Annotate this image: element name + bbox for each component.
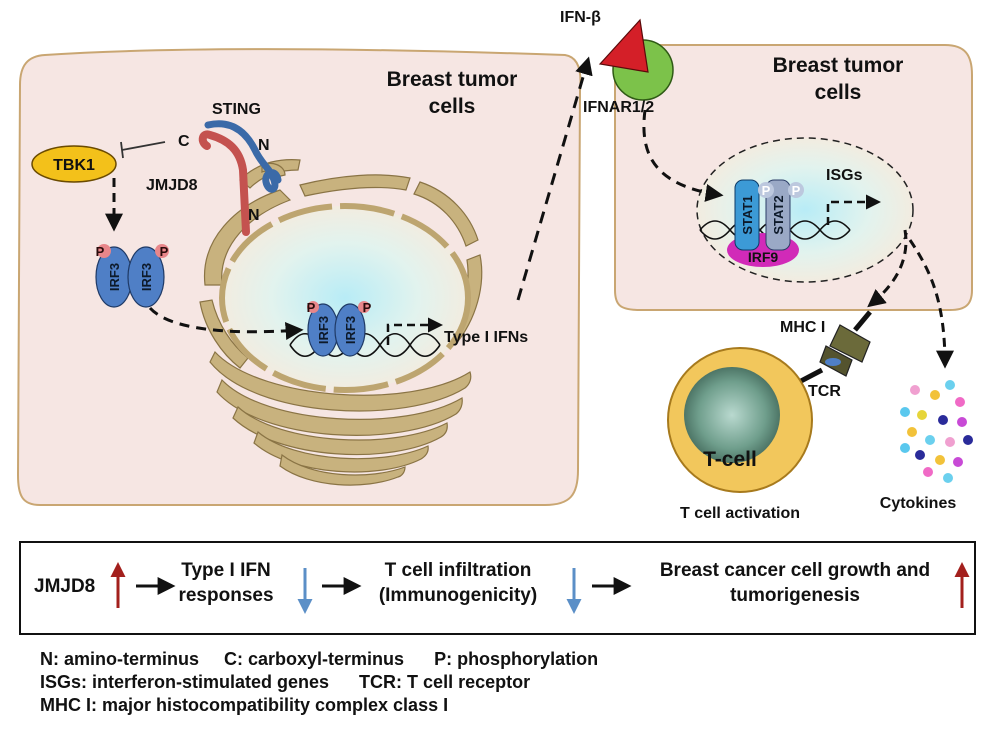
- stat1-protein: [734, 179, 760, 251]
- summary-step3-line1: Breast cancer cell growth and: [660, 560, 930, 581]
- stat2-label: STAT2: [771, 195, 786, 234]
- ifn-secretion-arrow: [516, 56, 593, 301]
- ifn-transcription-arrow: [386, 317, 443, 345]
- irf9-label: IRF9: [748, 249, 779, 265]
- t-cell-nucleus: [684, 367, 780, 463]
- irf3-label-1: IRF3: [107, 263, 122, 291]
- sting-n-terminus-label: N: [258, 137, 270, 154]
- right-nucleus: [696, 137, 914, 283]
- legend-line-2: ISGs: interferon-stimulated genes TCR: T…: [40, 672, 531, 692]
- t-cell-activation-label: T cell activation: [680, 505, 800, 522]
- cytokine-cluster: [900, 380, 973, 483]
- right-cell-title-line1: Breast tumor: [773, 54, 904, 77]
- stat2-phospho-label: P: [792, 183, 801, 198]
- isg-transcription-arrow: [826, 194, 881, 225]
- type-i-ifns-label: Type I IFNs: [444, 329, 528, 346]
- ifnar-label: IFNAR1/2: [583, 99, 654, 116]
- sting-inhibits-tbk1: [120, 141, 166, 159]
- summary-step2-line2: (Immunogenicity): [379, 585, 537, 606]
- ifn-beta-ligand: [598, 18, 649, 73]
- isg-to-mhc-arrow: [867, 229, 908, 308]
- cytokines-label: Cytokines: [880, 495, 957, 512]
- isgs-label: ISGs: [826, 167, 863, 184]
- legend-line-3: MHC I: major histocompatibility complex …: [40, 695, 449, 715]
- sting-c-terminus-label: C: [178, 133, 190, 150]
- jmjd8-n-terminus-label: N: [248, 207, 260, 224]
- abbreviation-legend: N: amino-terminus C: carboxyl-terminus P…: [40, 648, 940, 717]
- ifn-beta-label: IFN-β: [560, 9, 601, 26]
- irf3-nuc-phospho-left: P: [307, 300, 316, 315]
- irf3-phospho-right: P: [160, 244, 169, 259]
- right-cell-title-line2: cells: [815, 81, 862, 104]
- tbk1-label: TBK1: [53, 157, 95, 174]
- summary-jmjd8: JMJD8: [34, 576, 95, 597]
- legend-line-1: N: amino-terminus C: carboxyl-terminus P…: [40, 649, 599, 669]
- irf3-nuc-label-1: IRF3: [316, 316, 331, 344]
- jmjd8-protein: [198, 130, 250, 236]
- left-cell-title-line2: cells: [429, 95, 476, 118]
- tbk1-kinase: [31, 145, 117, 183]
- irf3-phospho-left: P: [96, 244, 105, 259]
- summary-step2-line1: T cell infiltration: [385, 560, 532, 581]
- irf3-nuc-phospho-right: P: [363, 300, 372, 315]
- diagram-canvas: Breast tumor cells TBK1 STING C N JMJD8 …: [16, 9, 976, 635]
- t-cell-label: T-cell: [703, 448, 757, 471]
- stat1-phospho: [758, 182, 774, 198]
- isg-to-cytokines-arrow: [908, 239, 954, 369]
- sting-protein: [204, 120, 282, 193]
- summary-step1-line2: responses: [178, 585, 273, 606]
- irf3-nuc-label-2: IRF3: [343, 316, 358, 344]
- irf3-label-2: IRF3: [139, 263, 154, 291]
- jmjd8-label: JMJD8: [146, 177, 198, 194]
- summary-step1-line1: Type I IFN: [181, 560, 270, 581]
- tcr-label: TCR: [808, 383, 841, 400]
- golgi-stacks: [209, 350, 472, 486]
- irf3-dimer-cytoplasm: [95, 244, 169, 308]
- stat1-phospho-label: P: [762, 183, 771, 198]
- left-cell-title-line1: Breast tumor: [387, 68, 518, 91]
- stat1-label: STAT1: [740, 195, 755, 234]
- summary-step3-line2: tumorigenesis: [730, 585, 860, 606]
- pathway-summary-box: [19, 541, 976, 635]
- stat2-phospho: [788, 182, 804, 198]
- ifnar-to-stat-arrow: [642, 109, 724, 202]
- stat2-protein: [765, 179, 791, 251]
- irf3-dimer-nucleus: [307, 301, 370, 357]
- mhc-i-label: MHC I: [780, 319, 825, 336]
- sting-label: STING: [212, 101, 261, 118]
- left-nucleus: [219, 203, 471, 393]
